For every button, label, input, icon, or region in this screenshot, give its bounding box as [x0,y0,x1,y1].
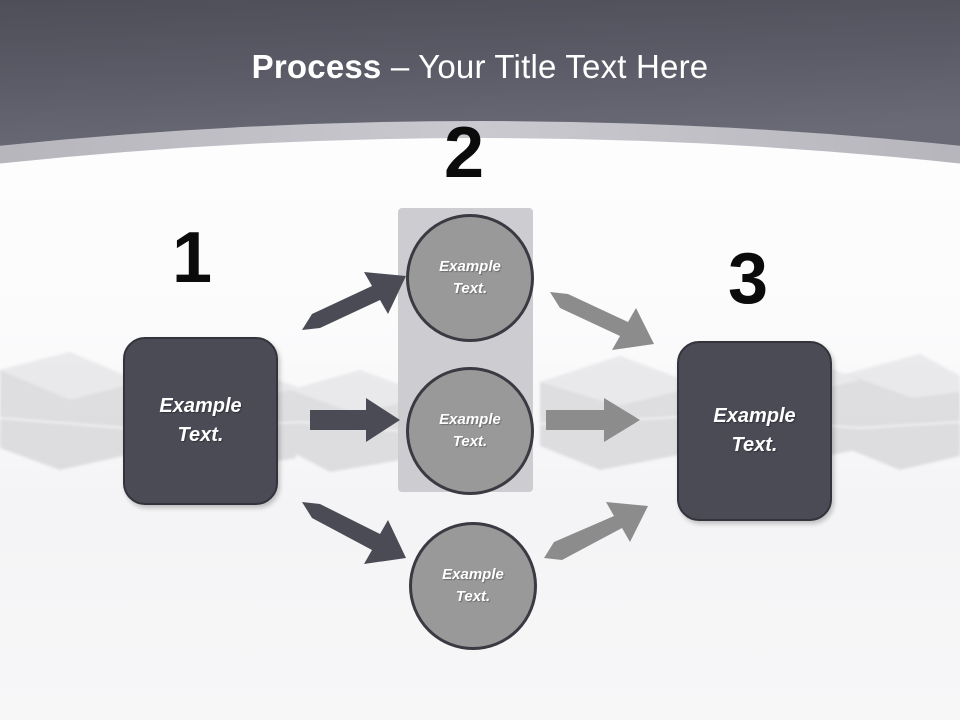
process-circle-top-line2: Text. [452,280,488,297]
process-circle-bottom-label: Example Text. [442,564,504,609]
process-box-right[interactable]: Example Text. [677,341,832,521]
header-shape [0,0,960,164]
step-number-1: 1 [172,218,212,298]
process-box-right-line1: Example [713,405,796,427]
process-circle-top[interactable]: Example Text. [406,214,534,342]
process-circle-bottom-line1: Example [442,565,504,583]
process-box-left[interactable]: Example Text. [123,337,278,505]
process-circle-middle-label: Example Text. [439,409,501,454]
process-circle-bottom[interactable]: Example Text. [409,522,537,650]
arrow-circle-bottom-to-right-icon [544,502,648,560]
process-circle-middle-line1: Example [439,410,501,428]
process-circle-top-line1: Example [439,257,501,275]
page-title-rest: – Your Title Text Here [381,48,709,85]
process-box-left-line1: Example [159,395,242,417]
step-number-2: 2 [444,113,484,193]
header-banner: Process – Your Title Text Here [0,0,960,190]
process-circle-bottom-line2: Text. [455,588,491,605]
arrow-left-to-circle-top-icon [302,272,406,330]
arrow-left-to-circle-mid-icon [310,398,400,442]
arrow-left-to-circle-bottom-icon [302,502,406,564]
page-title: Process – Your Title Text Here [0,48,960,86]
process-circle-top-label: Example Text. [439,256,501,301]
process-circle-middle[interactable]: Example Text. [406,367,534,495]
process-box-left-line2: Text. [177,424,224,446]
step-number-3: 3 [728,239,768,319]
process-box-right-label: Example Text. [713,402,795,460]
process-box-right-line2: Text. [731,434,778,456]
arrow-circle-top-to-right-icon [550,292,654,350]
process-circle-middle-line2: Text. [452,433,488,450]
process-box-left-label: Example Text. [159,392,241,450]
arrow-circle-mid-to-right-icon [546,398,640,442]
page-title-bold: Process [251,48,382,85]
